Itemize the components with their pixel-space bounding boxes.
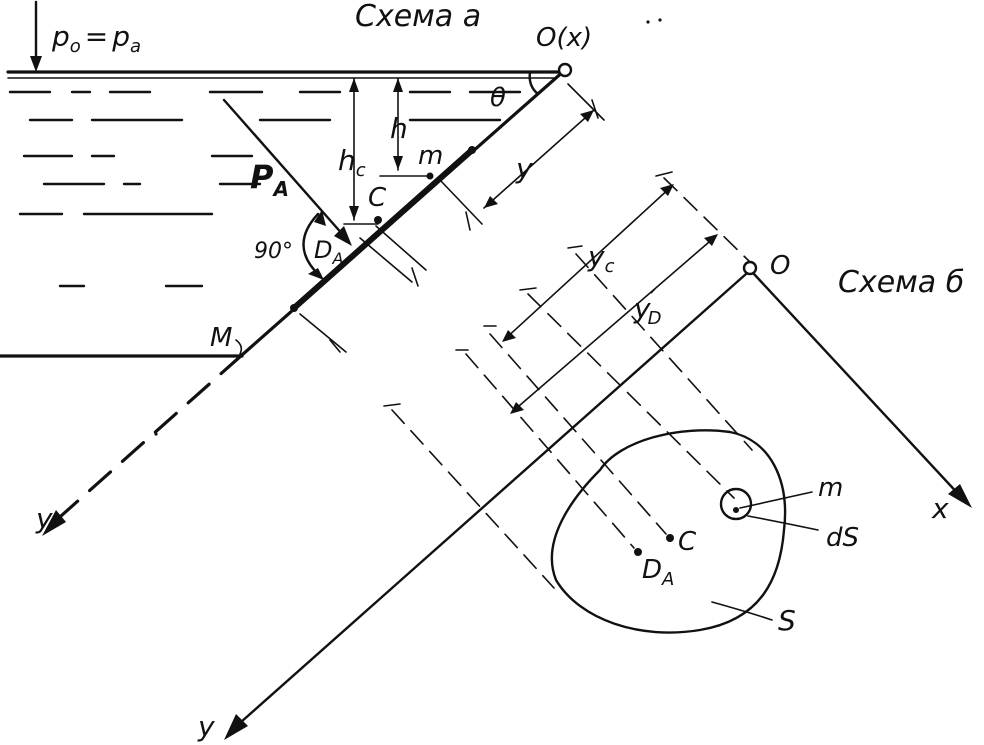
dim-yc-tick-top: [655, 171, 673, 177]
scheme-a: Схема а po=pa: [0, 0, 662, 536]
dim-yd-line: [511, 235, 717, 413]
plate-end-top: [468, 146, 476, 154]
element-ds-label: dS: [826, 523, 859, 553]
dim-plate-tick-1: [411, 267, 419, 287]
dim-y-a-line: [483, 109, 595, 209]
scheme-b-title: Схема б: [838, 265, 964, 300]
hinge-b: [742, 260, 758, 276]
dim-y-a-tick-top: [591, 99, 599, 119]
dim-y-a-arrow-bottom: [484, 196, 498, 208]
dim-plate-ext-2: [375, 225, 427, 271]
dim-yd-arrow-bottom: [510, 402, 524, 414]
point-c-b: [666, 534, 674, 542]
depth-h-arrow-top: [393, 78, 403, 92]
dim-yc-arrow-bottom: [502, 330, 516, 342]
inclined-wall-extension: [50, 353, 244, 526]
projection-lines: [391, 177, 753, 589]
dim-y-a-label: y: [515, 152, 533, 185]
dim-yd-arrow-top: [704, 234, 718, 246]
dim-tick-extra-2: [519, 287, 537, 291]
point-m-b-label: m: [818, 473, 843, 503]
stray-dot-3: [154, 432, 158, 436]
hinge-a: [557, 62, 573, 78]
dim-yc-arrow-top: [660, 184, 674, 196]
point-m-b-leader: [739, 491, 813, 509]
force-pa-arrowhead: [334, 226, 352, 246]
surface-pressure-label: po=pa: [51, 20, 141, 57]
point-M-leader: [235, 339, 243, 355]
axis-y-b-label: y: [197, 710, 215, 743]
dim-yc-label: yc: [587, 240, 615, 277]
dim-plate-ext-3: [299, 313, 347, 353]
point-m-b: [733, 507, 739, 513]
axis-y-arrowhead-a: [42, 510, 66, 536]
point-M-label: M: [210, 323, 232, 353]
force-pa-line: [222, 98, 346, 238]
dim-yc-line: [503, 185, 673, 341]
area-s-leader: [711, 601, 773, 621]
depth-hc-label: hc: [338, 144, 366, 181]
axis-x-b: [752, 272, 964, 500]
depth-hc-arrow-bottom: [349, 206, 359, 220]
point-c-a: [374, 216, 382, 224]
point-m-a: [426, 172, 434, 180]
axis-y-b-arrowhead: [224, 714, 248, 740]
stray-dot-1: [646, 20, 650, 24]
submerged-plate: [291, 147, 475, 311]
dim-y-a-ext-bottom: [439, 179, 483, 225]
dim-y-a-ext-top: [567, 83, 605, 121]
depth-h-label: h: [390, 112, 408, 145]
surface-pressure-arrowhead: [30, 56, 42, 72]
water-hatching: [8, 90, 522, 288]
dim-tick-extra-3: [383, 403, 401, 407]
hinge-a-label: O(x): [536, 23, 592, 53]
right-angle-arrow-top: [314, 210, 326, 226]
dim-plate-tick-3: [329, 339, 341, 353]
axis-x-b-arrowhead: [948, 484, 972, 508]
center-da-b: [634, 548, 642, 556]
point-m-a-label: m: [418, 141, 443, 171]
point-c-b-label: C: [678, 527, 697, 557]
point-c-a-label: C: [368, 183, 387, 213]
dim-yd-label: y′D: [633, 287, 661, 329]
depth-hc-arrow-top: [349, 78, 359, 92]
element-ds-leader: [747, 515, 819, 531]
axis-x-b-label: x: [931, 492, 949, 525]
scheme-a-title: Схема а: [355, 0, 481, 34]
plate-end-bottom: [290, 304, 298, 312]
angle-theta-label: θ: [490, 83, 506, 113]
dim-tick-extra-1: [567, 245, 583, 249]
area-s-outline: [550, 429, 787, 634]
force-pa-label: PA: [250, 158, 289, 201]
origin-b-label: O: [770, 251, 790, 281]
scheme-b: Схема б O x y m dS C DA S: [197, 171, 972, 743]
center-da-b-label: DA: [642, 555, 674, 590]
dim-y-a-arrow-top: [580, 110, 594, 122]
axis-y-a-label: y: [35, 502, 53, 535]
right-angle-label: 90°: [254, 239, 293, 264]
area-s-label: S: [778, 604, 796, 637]
axis-y-b: [230, 272, 748, 732]
center-da-a-label: DA: [314, 236, 343, 268]
dim-y-a-tick-bottom: [465, 211, 471, 231]
dim-plate-ext-1: [359, 237, 413, 283]
angle-theta-arc: [528, 70, 540, 96]
right-angle-arrow-bottom: [308, 268, 324, 280]
element-ds: [719, 487, 753, 521]
stray-dot-2: [658, 18, 662, 22]
depth-h-arrow-bottom: [393, 156, 403, 170]
